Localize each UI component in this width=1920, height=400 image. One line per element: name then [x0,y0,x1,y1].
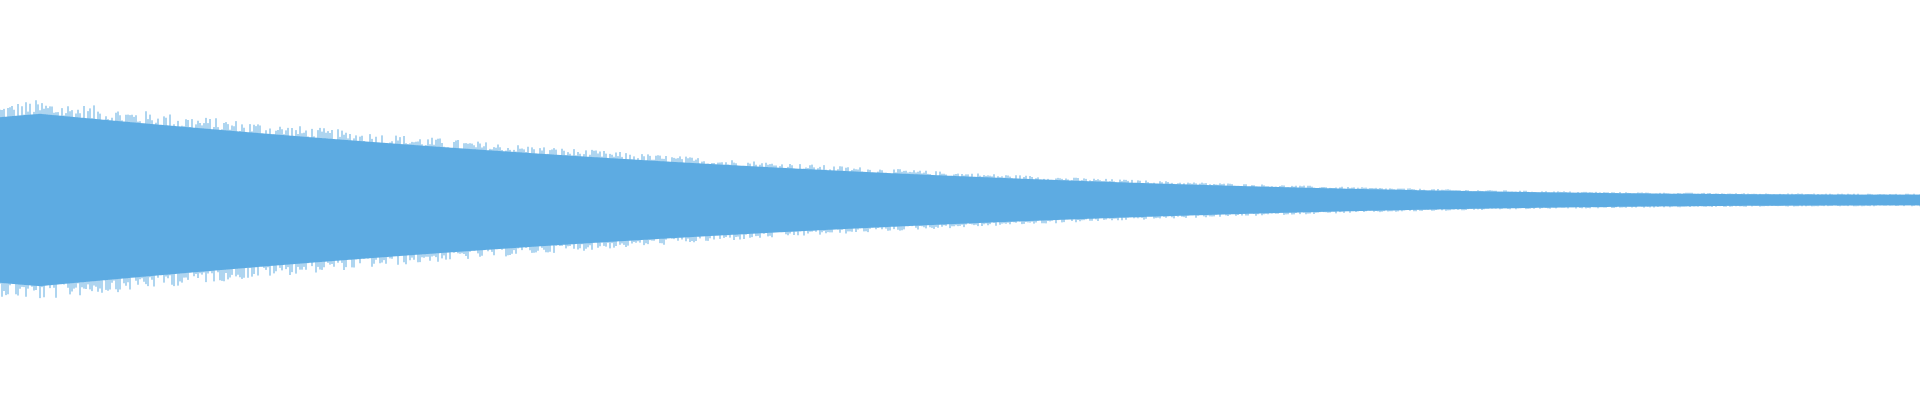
waveform-transients [0,100,1920,299]
waveform-body [0,113,1920,287]
